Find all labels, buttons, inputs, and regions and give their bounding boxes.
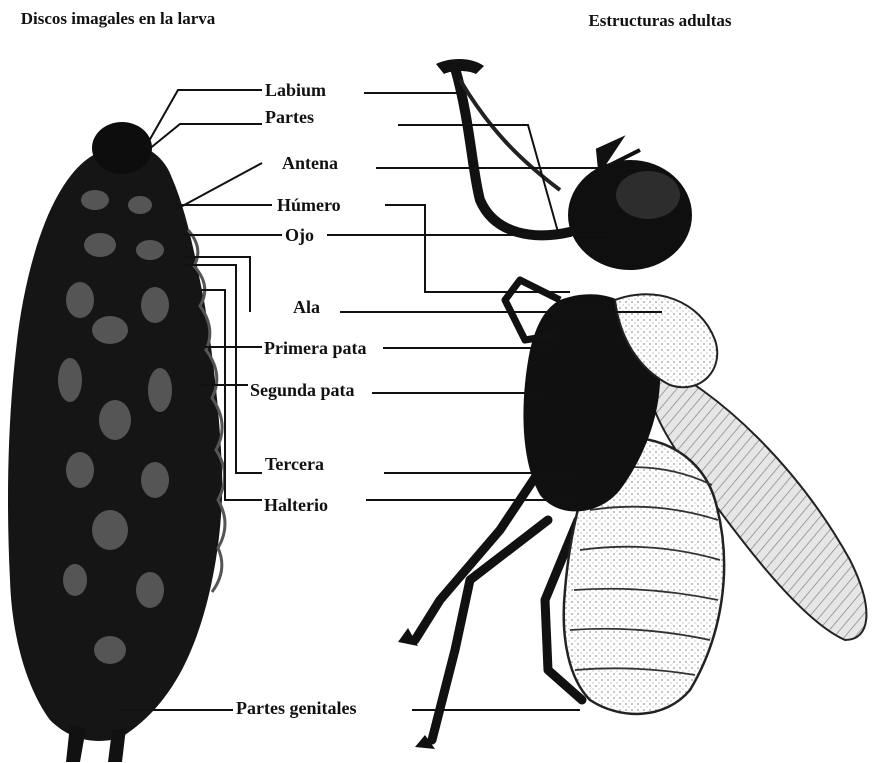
leader-partes-left (148, 124, 262, 150)
fly-foot (398, 628, 435, 749)
label-antena: Antena (282, 153, 338, 173)
label-labium: Labium (265, 80, 326, 100)
label-segunda-pata: Segunda pata (250, 380, 355, 400)
leader-antena-left (175, 163, 262, 210)
title-larva: Discos imagales en la larva (8, 8, 228, 29)
larva-head (92, 122, 152, 174)
label-tercera: Tercera (265, 454, 324, 474)
fly-eye (616, 171, 680, 219)
label-primera-pata: Primera pata (264, 338, 366, 358)
label-partes-genitales: Partes genitales (236, 698, 356, 718)
leader-humero-right (385, 205, 570, 292)
label-ojo: Ojo (285, 225, 314, 245)
title-adult: Estructuras adultas (550, 10, 770, 31)
label-partes: Partes (265, 107, 314, 127)
larva-figure (8, 122, 225, 762)
label-humero: Húmero (277, 195, 341, 215)
fly-figure (398, 59, 866, 749)
label-halterio: Halterio (264, 495, 328, 515)
label-ala: Ala (293, 297, 320, 317)
